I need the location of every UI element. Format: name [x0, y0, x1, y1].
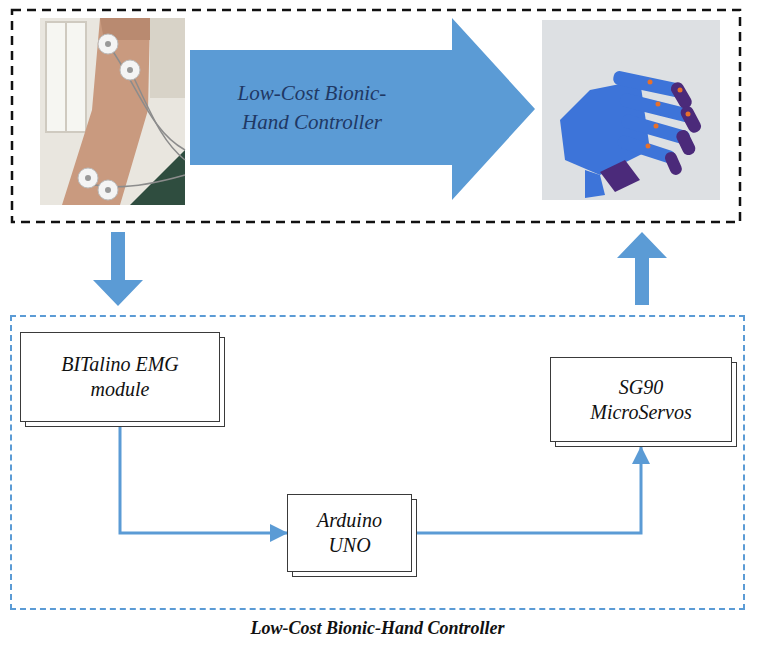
arrow-shape — [190, 18, 535, 200]
fingertip — [674, 128, 697, 157]
node-label: Arduino UNO — [302, 508, 397, 558]
joint-pin — [648, 80, 653, 85]
finger — [612, 70, 683, 98]
electrode — [78, 168, 98, 188]
electrode — [120, 60, 140, 80]
electrode-wire — [130, 70, 185, 160]
electrode — [98, 34, 118, 54]
electrode-snap — [105, 187, 111, 193]
bionic-hand-photo — [542, 20, 720, 200]
connector-arrow — [120, 427, 287, 533]
photo-background — [542, 20, 720, 200]
dashed-frame — [12, 10, 740, 222]
node-label: Low-Cost Bionic-Hand Controller — [222, 50, 402, 165]
electrode-wire — [108, 44, 185, 150]
connector-arrow — [417, 447, 641, 533]
controller-region: Low-Cost Bionic-Hand ControllerBITalino … — [10, 315, 745, 610]
node-label: BITalino EMG module — [45, 352, 195, 402]
forearm — [62, 18, 150, 205]
fingertip — [663, 150, 684, 177]
electrode — [98, 180, 118, 200]
block-arrow-label: Low-Cost Bionic-Hand Controller — [190, 18, 535, 200]
region-caption: Low-Cost Bionic-Hand Controller — [12, 618, 743, 639]
thumb — [600, 160, 640, 192]
joint-pin — [678, 88, 683, 93]
electrode-snap — [105, 41, 111, 47]
process-box: SG90 MicroServos — [550, 357, 732, 442]
electrode-snap — [85, 175, 91, 181]
node-label: SG90 MicroServos — [566, 375, 716, 425]
joint-pin — [654, 124, 659, 129]
process-box: BITalino EMG module — [20, 332, 220, 422]
arm-photo — [40, 18, 185, 205]
photo-background — [40, 18, 185, 205]
window-frame — [65, 22, 67, 132]
electrode-snap — [127, 67, 133, 73]
joint-pin — [686, 112, 691, 117]
wall — [150, 18, 185, 98]
up-block-arrow — [617, 232, 667, 305]
fingertip — [669, 80, 694, 111]
joint-pin — [646, 144, 651, 149]
arrow-outline — [190, 18, 535, 200]
down-block-arrow — [93, 232, 143, 306]
joint-pin — [656, 102, 661, 107]
window — [46, 22, 86, 132]
process-box: Arduino UNO — [287, 494, 412, 572]
